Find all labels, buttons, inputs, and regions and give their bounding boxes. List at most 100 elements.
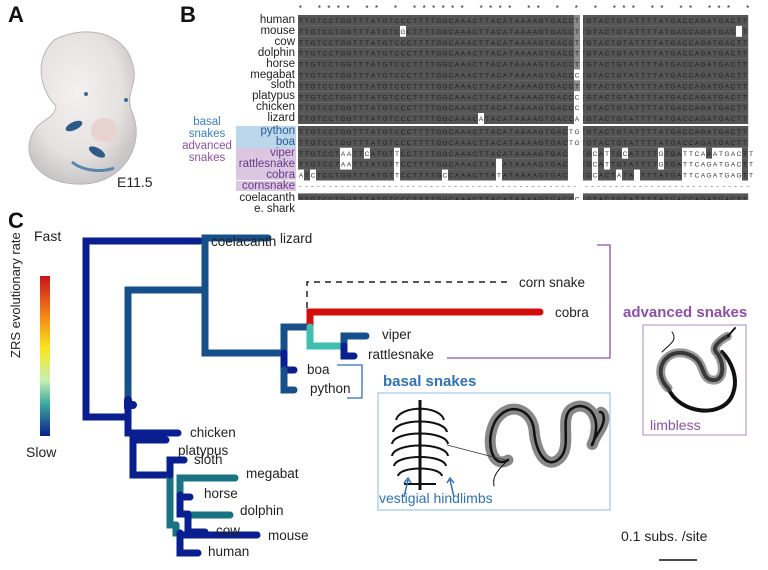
nucleotide: A — [455, 151, 460, 158]
mismatch-cell — [694, 147, 701, 159]
match-cell — [352, 47, 359, 59]
nucleotide: A — [599, 73, 604, 80]
nucleotide: C — [593, 173, 598, 180]
nucleotide: A — [467, 40, 472, 47]
match-cell — [520, 126, 527, 137]
nucleotide: A — [599, 18, 604, 25]
match-cell — [490, 126, 497, 137]
match-cell — [496, 25, 503, 37]
nucleotide: T — [485, 29, 489, 36]
match-cell — [322, 69, 329, 81]
nucleotide: C — [401, 129, 406, 136]
match-cell — [316, 147, 323, 159]
match-cell — [316, 69, 323, 81]
nucleotide: G — [382, 151, 387, 158]
nucleotide: T — [335, 105, 339, 112]
match-cell — [460, 102, 467, 114]
match-cell — [640, 47, 647, 59]
nucleotide: G — [310, 94, 315, 101]
nucleotide: C — [683, 62, 688, 69]
nucleotide: A — [521, 29, 526, 36]
nucleotide: T — [509, 73, 513, 80]
nucleotide: T — [485, 40, 489, 47]
match-cell — [664, 25, 671, 37]
match-cell — [388, 25, 395, 37]
nucleotide: G — [436, 129, 441, 136]
nucleotide: A — [599, 140, 604, 147]
nucleotide: C — [497, 62, 502, 69]
match-cell — [550, 136, 557, 148]
match-cell — [328, 36, 335, 48]
species-label: human — [259, 14, 295, 26]
match-cell — [394, 36, 401, 48]
match-cell — [382, 158, 389, 170]
match-cell — [544, 36, 551, 48]
nucleotide: G — [670, 18, 675, 25]
nucleotide: T — [611, 18, 615, 25]
match-cell — [382, 126, 389, 137]
nucleotide: A — [461, 173, 466, 180]
match-cell — [316, 193, 323, 200]
match-cell — [670, 169, 677, 181]
match-cell — [598, 147, 605, 159]
match-cell — [454, 193, 461, 200]
nucleotide: T — [353, 62, 357, 69]
nucleotide: A — [461, 105, 466, 112]
nucleotide: G — [538, 140, 543, 147]
nucleotide: A — [467, 151, 472, 158]
match-cell — [448, 113, 455, 124]
nucleotide: T — [335, 73, 339, 80]
nucleotide: T — [431, 83, 435, 90]
nucleotide: C — [731, 83, 736, 90]
nucleotide: T — [353, 140, 357, 147]
nucleotide: T — [623, 40, 627, 47]
nucleotide: T — [305, 173, 309, 180]
nucleotide: T — [641, 196, 645, 200]
nucleotide: C — [329, 94, 334, 101]
nucleotide: T — [713, 140, 717, 147]
nucleotide: C — [575, 94, 580, 101]
nucleotide: C — [689, 83, 694, 90]
nucleotide: G — [442, 140, 447, 147]
match-cell — [484, 136, 491, 148]
match-cell — [724, 25, 731, 37]
match-cell — [334, 80, 341, 92]
match-cell — [472, 58, 479, 70]
nucleotide: G — [700, 62, 705, 69]
nucleotide: A — [371, 94, 376, 101]
nucleotide: T — [419, 196, 423, 200]
nucleotide: C — [569, 116, 574, 123]
nucleotide: G — [382, 94, 387, 101]
nucleotide: G — [718, 140, 723, 147]
nucleotide: T — [623, 29, 627, 36]
match-cell — [460, 15, 467, 26]
match-cell — [376, 169, 383, 181]
species-label: viper — [270, 146, 295, 159]
nucleotide: C — [683, 51, 688, 58]
nucleotide: C — [401, 105, 406, 112]
nucleotide: A — [491, 162, 496, 169]
match-cell — [622, 91, 629, 103]
nucleotide: T — [353, 73, 357, 80]
match-cell — [340, 69, 347, 81]
nucleotide: T — [665, 40, 669, 47]
nucleotide: T — [641, 129, 645, 136]
nucleotide: T — [299, 162, 303, 169]
nucleotide: T — [389, 173, 393, 180]
nucleotide: G — [436, 173, 441, 180]
match-cell — [412, 69, 419, 81]
nucleotide: A — [629, 116, 634, 123]
nucleotide: T — [317, 129, 321, 136]
match-cell — [304, 113, 311, 124]
nucleotide: T — [425, 18, 429, 25]
match-cell — [538, 91, 545, 103]
match-cell — [688, 136, 695, 148]
nucleotide: T — [581, 73, 585, 80]
nucleotide: A — [515, 94, 520, 101]
nucleotide: A — [455, 116, 460, 123]
match-cell — [694, 25, 701, 37]
match-cell — [736, 47, 743, 59]
match-cell — [706, 136, 713, 148]
nucleotide: A — [491, 51, 496, 58]
match-cell — [400, 113, 407, 124]
